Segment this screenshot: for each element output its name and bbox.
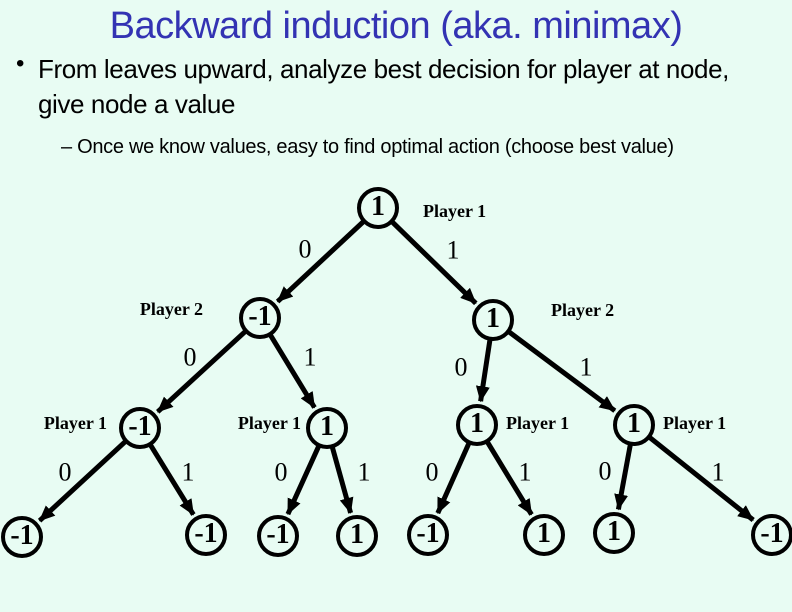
edge-label-n0-n00: 0 (183, 342, 197, 372)
tree-edge-root-n1 (389, 219, 478, 306)
tree-edge-n00-l000 (37, 439, 128, 523)
tree-node-l011: 1 (336, 515, 378, 557)
player-label-root: Player 1 (423, 201, 487, 221)
tree-node-n10: 1 (456, 404, 498, 446)
bullet-text: From leaves upward, analyze best decisio… (38, 54, 729, 119)
tree-node-root: 1 (357, 187, 399, 229)
tree-edge-n0-n00 (156, 328, 248, 414)
tree-edge-n0-n01 (267, 332, 317, 409)
tree-node-n00: -1 (119, 407, 161, 449)
player-label-n01: Player 1 (237, 413, 301, 433)
tree-edge-n11-l110 (614, 443, 633, 511)
player-label-n0: Player 2 (139, 299, 203, 319)
player-label-n10: Player 1 (506, 413, 570, 433)
tree-node-n01: 1 (306, 407, 348, 449)
edge-label-n1-n11: 1 (579, 352, 593, 382)
tree-edge-n10-l100 (435, 441, 472, 515)
tree-node-n0: -1 (239, 297, 281, 339)
page-title: Backward induction (aka. minimax) (109, 5, 683, 47)
edge-label-n10-l100: 0 (425, 457, 439, 487)
tree-edge-n00-l001 (147, 442, 196, 516)
edge-label-n01-l010: 0 (274, 457, 288, 487)
player-label-n1: Player 2 (551, 300, 615, 320)
tree-edge-n11-l111 (647, 434, 755, 522)
edge-label-n11-l111: 1 (711, 457, 725, 487)
tree-edge-n01-l010 (285, 444, 322, 516)
edge-label-n00-l000: 0 (58, 457, 72, 487)
player-label-n11: Player 1 (663, 413, 727, 433)
edge-label-root-n1: 1 (446, 235, 460, 265)
tree-edge-n1-n10 (475, 338, 493, 403)
tree-node-l010: -1 (257, 515, 299, 557)
sub-bullet-text: – Once we know values, easy to find opti… (61, 136, 674, 158)
tree-node-n11: 1 (613, 404, 655, 446)
tree-edge-n01-l011 (329, 445, 354, 514)
tree-edge-root-n0 (275, 219, 366, 304)
tree-node-l000: -1 (1, 516, 43, 558)
edge-label-n10-l101: 1 (518, 457, 532, 487)
tree-node-l100: -1 (407, 514, 449, 556)
tree-node-l111: -1 (751, 514, 792, 556)
player-label-n00: Player 1 (43, 413, 107, 433)
edge-label-n11-l110: 0 (598, 456, 612, 486)
tree-node-l001: -1 (185, 514, 227, 556)
tree-node-n1: 1 (472, 299, 514, 341)
edge-label-root-n0: 0 (298, 234, 312, 264)
tree-node-l110: 1 (593, 512, 635, 554)
bullet-icon: • (16, 50, 25, 77)
edge-label-n01-l011: 1 (357, 457, 371, 487)
tree-edge-n1-n11 (506, 329, 617, 413)
tree-edge-n10-l101 (484, 439, 534, 516)
tree-node-l101: 1 (523, 514, 565, 556)
edge-label-n1-n10: 0 (454, 352, 468, 382)
edge-label-n0-n01: 1 (303, 342, 317, 372)
edge-label-n00-l001: 1 (181, 457, 195, 487)
